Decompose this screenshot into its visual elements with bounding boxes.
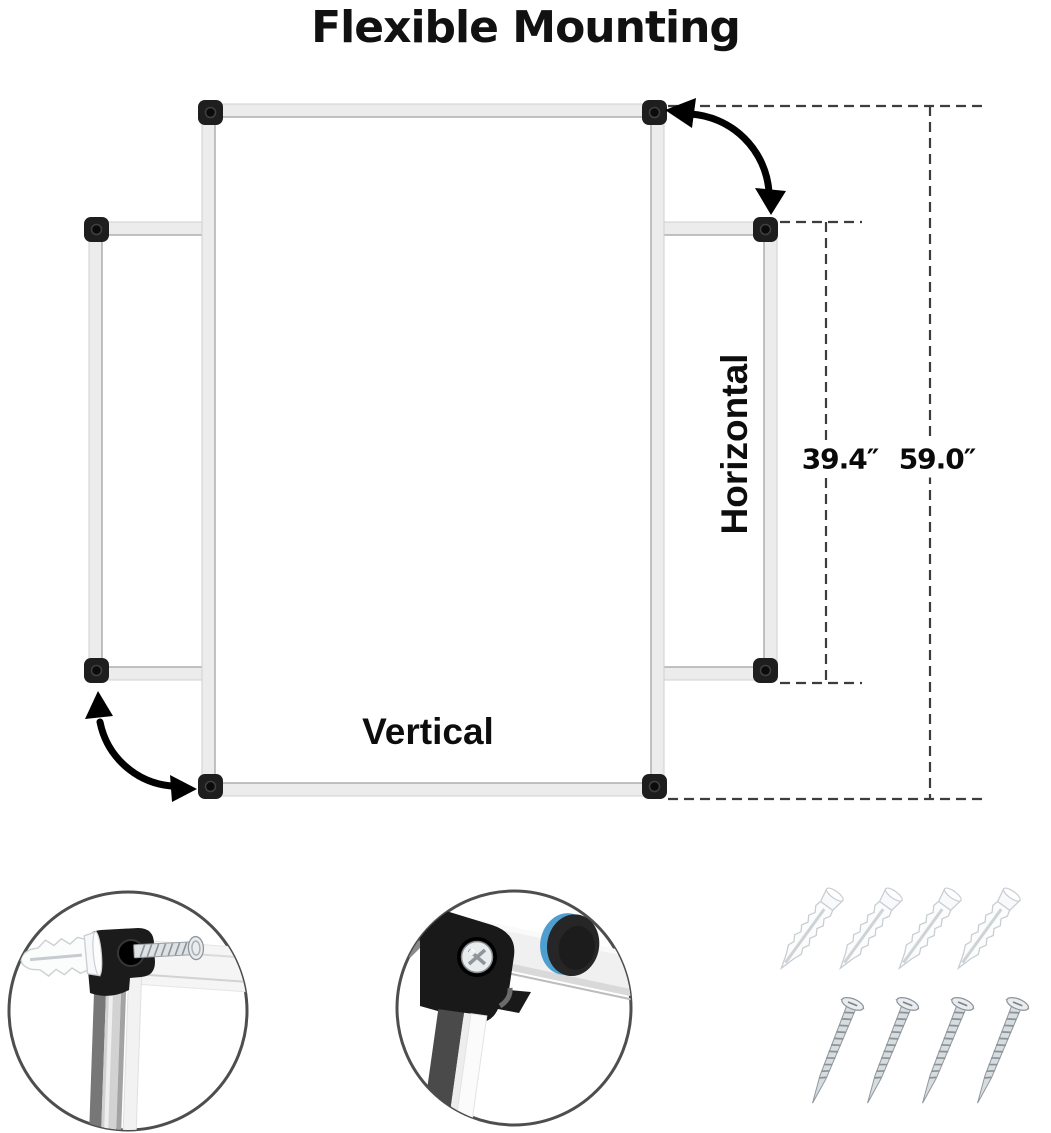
dimension-vertical-height: 59.0″ (895, 440, 979, 478)
vertical-orientation-label: Vertical (362, 711, 494, 752)
mounting-screw (801, 994, 867, 1109)
mounting-screw (966, 994, 1032, 1109)
vertical-board (198, 100, 667, 799)
inset-mounted-corner-detail (395, 889, 633, 1127)
mounting-screw (856, 994, 922, 1109)
wall-anchor (771, 884, 847, 976)
magnet (540, 913, 600, 977)
bracket-notch (498, 987, 513, 1009)
horizontal-orientation-label: Horizontal (714, 353, 755, 535)
inset-corner-screw-anchor-detail (7, 890, 249, 1132)
vertical-board-corner-caps (198, 100, 667, 799)
frame-rail-vertical (88, 975, 143, 1130)
wall-anchor-side (20, 930, 103, 977)
mounting-screw-side (133, 935, 205, 961)
image-title: Flexible Mounting (311, 2, 741, 53)
rotation-arrow-top-right (665, 98, 786, 215)
mounting-screw (911, 994, 977, 1109)
screw-head (457, 937, 497, 977)
horizontal-board-corner-caps (84, 217, 778, 683)
wall-anchors (771, 884, 1024, 976)
mounting-screws (801, 994, 1032, 1109)
dimension-horizontal-height: 39.4″ (798, 440, 882, 478)
rotation-arrow-bottom-left (85, 691, 197, 802)
